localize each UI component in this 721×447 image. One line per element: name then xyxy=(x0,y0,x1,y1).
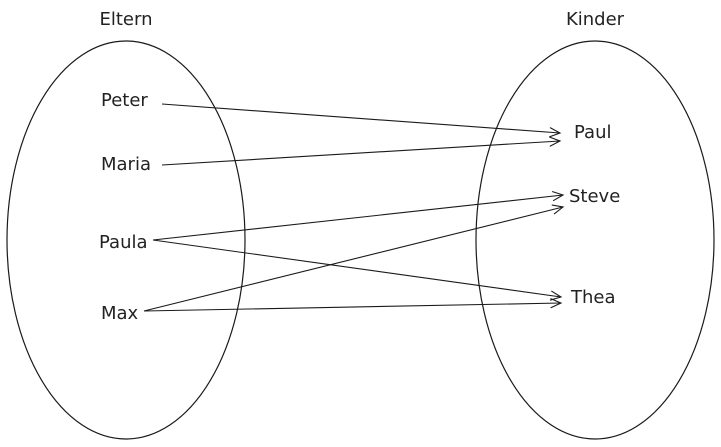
element-max: Max xyxy=(101,303,139,324)
element-maria: Maria xyxy=(101,154,151,175)
eltern-set-title: Eltern xyxy=(100,9,153,30)
mapping-arrows xyxy=(143,103,565,312)
arrow-maria-to-paul xyxy=(161,140,561,166)
kinder-set-oval xyxy=(475,40,715,440)
kinder-set-title: Kinder xyxy=(566,9,625,30)
element-thea: Thea xyxy=(570,287,616,308)
arrow-paula-to-steve xyxy=(152,194,564,241)
arrow-peter-to-paul xyxy=(161,103,561,134)
arrowhead-max-to-steve xyxy=(551,204,565,215)
arrowhead-peter-to-paul xyxy=(549,127,562,138)
element-peter: Peter xyxy=(101,90,148,111)
element-steve: Steve xyxy=(569,186,620,207)
arrow-max-to-thea xyxy=(143,302,562,312)
arrowhead-paula-to-steve xyxy=(551,191,565,202)
element-paul: Paul xyxy=(574,122,612,143)
arrowhead-paula-to-thea xyxy=(549,290,563,301)
arrowhead-maria-to-paul xyxy=(549,136,562,147)
element-paula: Paula xyxy=(99,232,148,253)
arrowhead-max-to-thea xyxy=(550,298,563,309)
arrow-max-to-steve xyxy=(143,206,564,312)
eltern-set-oval xyxy=(6,40,246,440)
arrow-paula-to-thea xyxy=(152,239,562,298)
